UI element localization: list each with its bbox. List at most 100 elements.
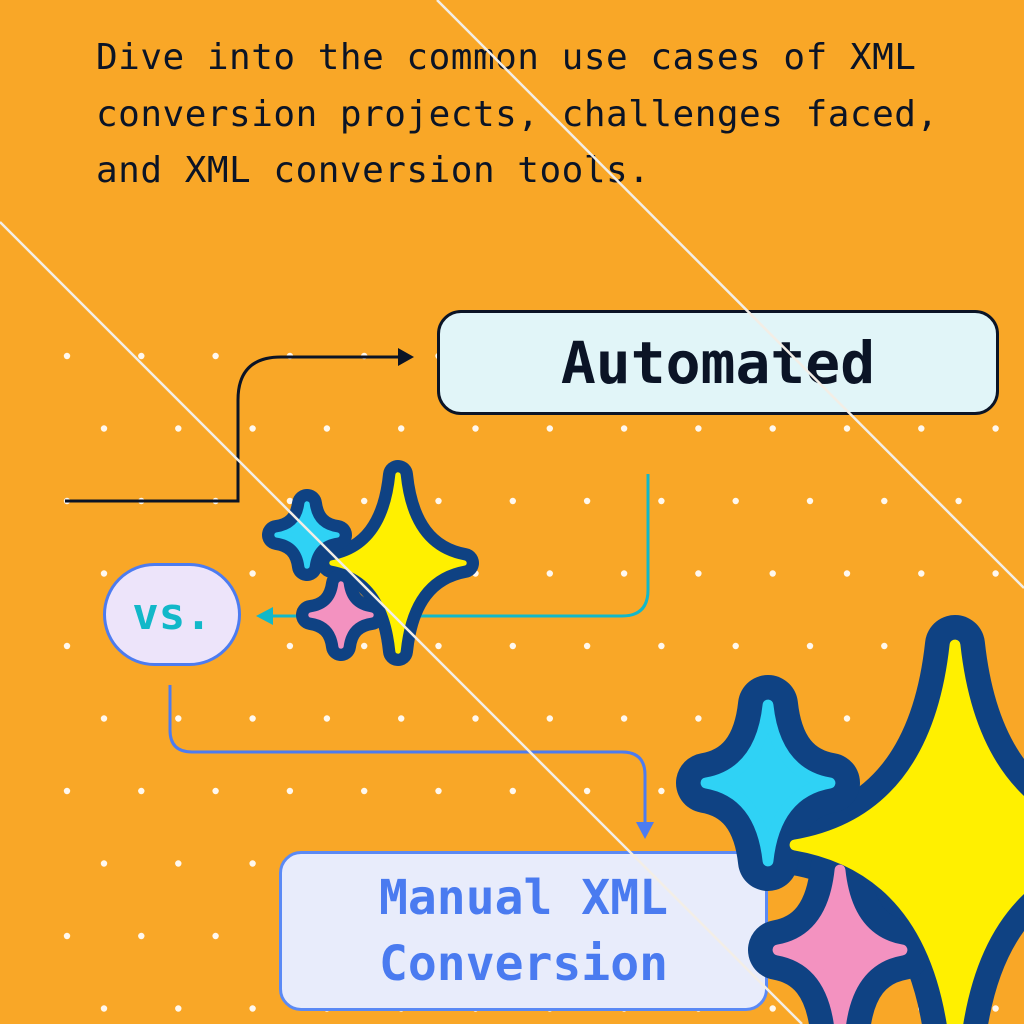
manual-label-line2: Conversion xyxy=(379,936,668,992)
dot xyxy=(992,715,999,722)
dot xyxy=(695,715,702,722)
dot xyxy=(806,932,814,940)
black-arrow-line xyxy=(65,355,402,503)
dot xyxy=(212,932,219,940)
vs-label: vs. xyxy=(132,589,212,640)
dot xyxy=(769,860,776,867)
arrow-down-icon xyxy=(636,822,654,839)
dot xyxy=(175,425,182,432)
dot xyxy=(583,497,591,505)
dot xyxy=(732,497,739,505)
dot xyxy=(992,425,999,432)
dot xyxy=(583,787,591,795)
arrow-left-icon xyxy=(256,607,273,625)
dot xyxy=(138,932,145,940)
dot xyxy=(63,352,71,360)
dot xyxy=(286,787,294,795)
dot xyxy=(100,570,108,577)
dot xyxy=(732,787,739,795)
dot xyxy=(769,425,776,432)
dot xyxy=(843,715,851,722)
dot xyxy=(249,570,256,577)
dot xyxy=(918,570,925,577)
arrow-right-icon xyxy=(398,348,414,366)
dot xyxy=(472,425,479,432)
dot xyxy=(620,425,628,432)
dot xyxy=(100,425,108,432)
dot xyxy=(881,642,888,650)
dot xyxy=(881,787,888,795)
dot xyxy=(323,570,331,577)
dot xyxy=(435,497,442,505)
vs-pill: vs. xyxy=(103,563,241,666)
dot xyxy=(658,787,665,795)
dot xyxy=(992,1005,999,1012)
dot xyxy=(286,497,294,505)
dot xyxy=(918,860,925,867)
dot xyxy=(620,715,628,722)
dot xyxy=(806,497,814,505)
dot xyxy=(175,1005,182,1012)
dot xyxy=(249,715,256,722)
dot xyxy=(138,787,145,795)
dot xyxy=(918,715,925,722)
dot xyxy=(546,715,553,722)
dot xyxy=(361,642,368,650)
dot xyxy=(732,642,739,650)
dot xyxy=(955,787,962,795)
dot xyxy=(695,570,702,577)
dot xyxy=(843,425,851,432)
dot xyxy=(509,642,516,650)
dot xyxy=(435,787,442,795)
blue-arrow-line xyxy=(168,685,647,826)
dot xyxy=(63,932,71,940)
dot xyxy=(843,1005,851,1012)
dot xyxy=(100,860,108,867)
dot xyxy=(212,787,219,795)
dot xyxy=(398,570,405,577)
dot xyxy=(175,860,182,867)
dot xyxy=(509,787,516,795)
dot xyxy=(918,1005,925,1012)
dot xyxy=(100,715,108,722)
dot xyxy=(955,932,962,940)
dot xyxy=(323,715,331,722)
dot xyxy=(769,570,776,577)
intro-text: Dive into the common use cases of XML co… xyxy=(96,37,939,191)
dot xyxy=(509,497,516,505)
dot xyxy=(769,715,776,722)
dot xyxy=(992,860,999,867)
manual-box: Manual XML Conversion xyxy=(279,851,768,1011)
dot xyxy=(992,570,999,577)
dot xyxy=(546,570,553,577)
dot xyxy=(843,860,851,867)
dot xyxy=(286,642,294,650)
dot xyxy=(955,497,962,505)
dot xyxy=(881,497,888,505)
dot xyxy=(100,1005,108,1012)
dot xyxy=(658,642,665,650)
dot xyxy=(472,715,479,722)
dot xyxy=(323,425,331,432)
dot xyxy=(398,425,405,432)
dot xyxy=(806,787,814,795)
dot xyxy=(583,642,591,650)
dot xyxy=(361,787,368,795)
dot xyxy=(472,570,479,577)
dot xyxy=(806,642,814,650)
dot xyxy=(769,1005,776,1012)
dot xyxy=(881,932,888,940)
dot xyxy=(361,497,368,505)
dot xyxy=(63,787,71,795)
dot xyxy=(955,642,962,650)
automated-box: Automated xyxy=(437,310,999,415)
manual-label-line1: Manual XML xyxy=(379,870,668,926)
dot xyxy=(620,570,628,577)
dot xyxy=(63,642,71,650)
dot xyxy=(843,570,851,577)
dot xyxy=(398,715,405,722)
dot xyxy=(546,425,553,432)
dot xyxy=(658,497,665,505)
dot xyxy=(249,1005,256,1012)
dot xyxy=(138,352,145,360)
